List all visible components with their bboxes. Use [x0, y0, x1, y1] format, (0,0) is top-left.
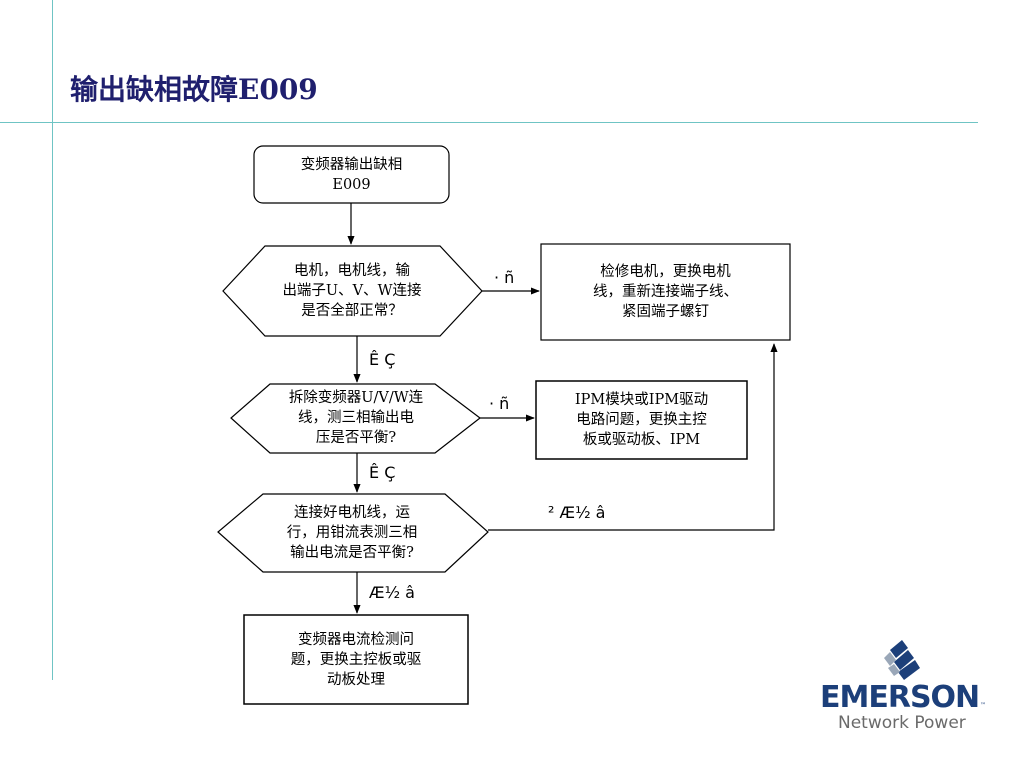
fix-current-node: 变频器电流检测问 题，更换主控板或驱 动板处理 [290, 632, 422, 688]
check-motor-shape [222, 245, 483, 337]
check-voltage-node: 拆除变频器U/V/W连 线，测三相输出电 压是否平衡? [288, 390, 424, 446]
edge-label-balanced: Æ½ â [369, 583, 415, 602]
edge-label-no-1: · ñ [494, 268, 515, 287]
fix-current-shape [243, 614, 469, 705]
page-title: 输出缺相故障E009 [70, 73, 318, 106]
emerson-logo-icon [884, 640, 920, 680]
brand-subtitle: Network Power [838, 713, 966, 733]
edge-label-unbalanced: ² Æ½ â [548, 503, 606, 522]
check-motor-node: 电机，电机线，输 出端子U、V、W连接 是否全部正常？ [282, 263, 422, 319]
edge-label-yes-2: Ê Ç [369, 463, 396, 482]
arrow-current-unbalanced [488, 343, 778, 531]
start-node: 变频器输出缺相 E009 [300, 157, 403, 193]
edge-label-no-2: · ñ [489, 394, 510, 413]
brand-trademark: ™ [980, 702, 986, 709]
horizontal-guide-line [0, 122, 978, 123]
check-current-node: 连接好电机线，运 行，用钳流表测三相 输出电流是否平衡? [286, 505, 418, 561]
fix-motor-shape [540, 243, 791, 341]
brand-name: EMERSON [820, 680, 980, 715]
check-voltage-shape [230, 383, 481, 454]
fix-ipm-shape [535, 380, 748, 460]
check-current-shape [217, 493, 489, 573]
fix-ipm-node: IPM模块或IPM驱动 电路问题，更换主控 板或驱动板、IPM [574, 392, 709, 448]
vertical-guide-line [52, 0, 53, 680]
fix-motor-node: 检修电机，更换电机 线，重新连接端子线、 紧固端子螺钉 [593, 264, 738, 320]
edge-label-yes-1: Ê Ç [369, 350, 396, 369]
